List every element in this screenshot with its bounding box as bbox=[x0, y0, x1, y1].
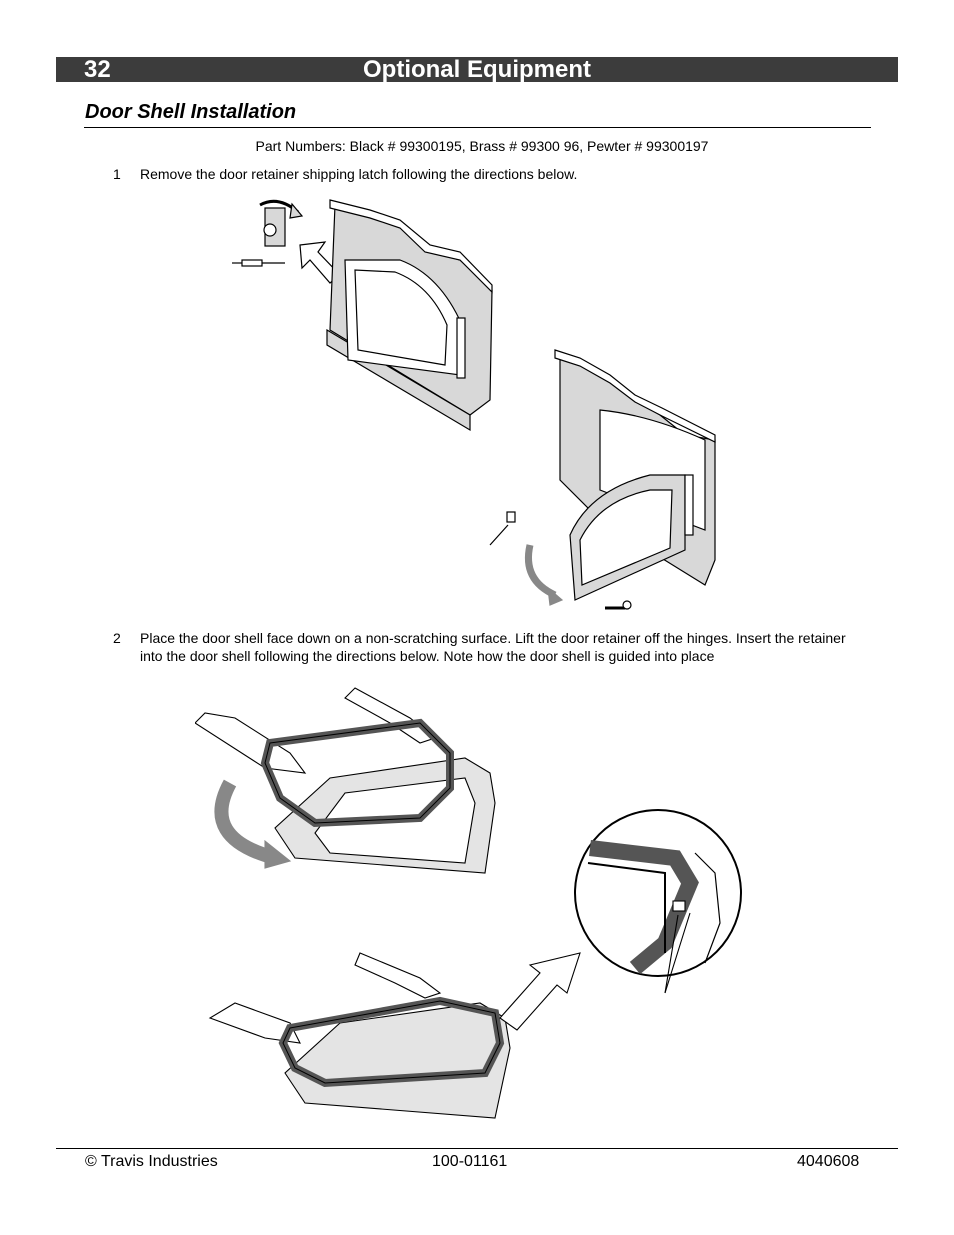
footer-divider bbox=[56, 1148, 898, 1149]
section-title: Door Shell Installation bbox=[85, 101, 297, 123]
insert-with-door bbox=[326, 199, 493, 432]
footer-doc-number: 100-01161 bbox=[432, 1153, 508, 1170]
figure-latch-removal bbox=[232, 199, 716, 610]
page-header-bar: 32 Optional Equipment bbox=[56, 56, 898, 83]
step-number: 1 bbox=[113, 166, 121, 182]
right-hand-lower-icon bbox=[354, 952, 442, 999]
door-shell-bottom bbox=[284, 1002, 511, 1119]
left-hand-lower-icon bbox=[208, 1002, 301, 1044]
step-text: Remove the door retainer shipping latch … bbox=[140, 166, 578, 182]
right-hand-icon bbox=[344, 687, 437, 744]
wrench-icon bbox=[605, 600, 632, 610]
footer-copyright: © Travis Industries bbox=[85, 1153, 218, 1170]
section-divider bbox=[84, 127, 871, 128]
insert-door-open bbox=[554, 349, 716, 601]
part-numbers: Part Numbers: Black # 99300195, Brass # … bbox=[255, 138, 709, 154]
page-title: Optional Equipment bbox=[363, 56, 591, 83]
rotate-arrow-icon bbox=[547, 586, 564, 606]
hinge-clip-icon bbox=[672, 900, 686, 912]
figure-retainer-insertion bbox=[195, 687, 742, 1119]
step-2: 2 Place the door shell face down on a no… bbox=[113, 629, 873, 685]
screwdriver-icon bbox=[232, 259, 285, 267]
step-text: Place the door shell face down on a non-… bbox=[140, 630, 846, 664]
footer-date-code: 4040608 bbox=[797, 1153, 860, 1170]
page-number: 32 bbox=[84, 56, 111, 83]
step-1: 1 Remove the door retainer shipping latc… bbox=[113, 165, 873, 185]
detail-arrow-icon bbox=[499, 952, 581, 1031]
curved-arrow-icon bbox=[264, 839, 292, 869]
latch-screw-icon bbox=[489, 511, 516, 546]
step-number: 2 bbox=[113, 630, 121, 646]
latch-detail-icon bbox=[259, 199, 304, 247]
